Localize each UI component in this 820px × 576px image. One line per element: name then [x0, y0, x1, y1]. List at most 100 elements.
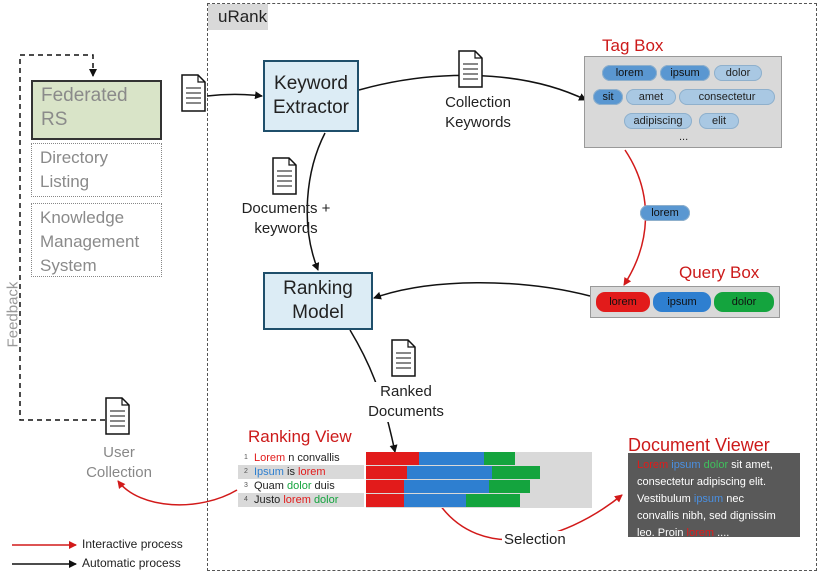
ranking-model-line-1: Ranking	[283, 278, 353, 299]
tag-chip[interactable]: sit	[593, 89, 623, 105]
urank-frame	[207, 3, 817, 571]
document-text-fragment: ipsum	[693, 493, 724, 505]
documents-keywords-label: Documents + keywords	[236, 199, 336, 239]
urank-tab	[208, 4, 268, 30]
tag-chip[interactable]: ipsum	[660, 65, 710, 81]
ranking-view-title: Ranking View	[248, 427, 352, 446]
federated-line-2: RS	[41, 109, 68, 130]
user-collection-label: User Collection	[76, 443, 162, 483]
urank-label: uRank	[218, 7, 268, 26]
ranking-bar-blue	[407, 466, 493, 479]
tag-chip[interactable]: lorem	[602, 65, 657, 81]
document-viewer-line: Lorem ipsum dolor sit amet,	[637, 457, 791, 474]
user-collection-line-2: Collection	[86, 464, 152, 481]
collection-keywords-label: Collection Keywords	[440, 93, 516, 133]
legend-automatic-label: Automatic process	[82, 556, 181, 570]
rank-title-fragment: is	[283, 466, 299, 478]
query-box[interactable]: lorem ipsum dolor	[590, 286, 780, 318]
document-text-fragment: convallis nibh, sed dignissim	[637, 510, 776, 522]
tag-box[interactable]: lorem ipsum dolor sit amet consectetur a…	[584, 56, 782, 148]
tag-chip[interactable]: elit	[699, 113, 739, 129]
ranking-bar-green	[484, 452, 515, 465]
ranking-bar-blue	[404, 494, 466, 507]
directory-listing-box: Directory Listing	[31, 143, 162, 197]
document-viewer-title: Document Viewer	[628, 435, 770, 455]
arrow-ranking-to-view	[349, 329, 398, 453]
keyword-extractor-line-2: Extractor	[272, 97, 350, 118]
document-viewer-line: consectetur adipiscing elit.	[637, 474, 791, 491]
document-text-fragment: dolor	[703, 459, 729, 471]
collection-keywords-line-1: Collection	[445, 94, 511, 111]
rank-title-fragment: Quam	[254, 480, 288, 492]
ranking-view-row[interactable]: 1 Lorem n convallis	[238, 451, 364, 465]
document-text-fragment: ....	[714, 527, 730, 539]
directory-line-2: Listing	[40, 172, 90, 191]
rank-title-fragment: dolor	[313, 494, 339, 506]
ranking-bar-red	[366, 480, 404, 493]
ranking-model-line-2: Model	[292, 302, 344, 323]
document-viewer-line: convallis nibh, sed dignissim	[637, 508, 791, 525]
keyword-extractor-box: Keyword Extractor	[263, 60, 359, 132]
document-text-fragment: Lorem	[637, 459, 669, 471]
user-collection-line-1: User	[103, 444, 135, 461]
document-icon	[458, 50, 483, 88]
ranking-bar-green	[489, 480, 531, 493]
ranked-documents-line-2: Documents	[368, 403, 444, 420]
document-icon	[105, 397, 130, 435]
document-viewer[interactable]: Lorem ipsum dolor sit amet, consectetur a…	[628, 453, 800, 539]
rank-title-fragment: Lorem	[254, 452, 286, 464]
tag-chip[interactable]: consectetur	[679, 89, 775, 105]
ranking-bar-green	[492, 466, 540, 479]
keyword-extractor-line-1: Keyword	[274, 73, 348, 94]
rank-number: 4	[244, 496, 248, 503]
document-text-fragment: ipsum	[671, 459, 701, 471]
ranking-model-box: Ranking Model	[263, 272, 373, 330]
rank-title-fragment: duis	[311, 480, 335, 492]
document-text-fragment: sit amet,	[728, 459, 773, 471]
tag-chip[interactable]: dolor	[714, 65, 762, 81]
arrow-extractor-to-ranking	[306, 132, 326, 271]
legend-interactive-label: Interactive process	[82, 537, 183, 551]
ranking-bar-red	[366, 494, 404, 507]
arrow-querybox-to-ranking	[373, 282, 591, 300]
document-icon	[181, 74, 206, 112]
feedback-label: Feedback	[4, 281, 22, 348]
tag-chip[interactable]: amet	[626, 89, 676, 105]
knowledge-line-3: System	[40, 256, 97, 275]
feedback-loop-line	[19, 54, 105, 421]
collection-keywords-line-2: Keywords	[445, 114, 511, 131]
knowledge-line-2: Management	[40, 232, 140, 251]
document-viewer-line: leo. Proin lorem ....	[637, 525, 791, 542]
arrow-fed-to-extractor	[206, 91, 263, 100]
tag-box-title: Tag Box	[602, 36, 664, 55]
document-icon	[272, 157, 297, 195]
document-text-fragment: leo. Proin	[637, 527, 687, 539]
query-chip[interactable]: lorem	[596, 292, 650, 312]
query-chip[interactable]: ipsum	[653, 292, 711, 312]
selection-label: Selection	[502, 531, 568, 548]
rank-title-fragment: Ipsum	[254, 466, 284, 478]
query-chip[interactable]: dolor	[714, 292, 774, 312]
knowledge-line-1: Knowledge	[40, 208, 125, 227]
rank-title-fragment: lorem	[283, 494, 311, 506]
rank-number: 1	[244, 454, 248, 461]
tag-box-ellipsis: ...	[679, 131, 689, 143]
document-text-fragment: nec	[723, 493, 745, 505]
rank-number: 3	[244, 482, 248, 489]
ranking-bar-blue	[404, 480, 490, 493]
documents-keywords-line-1: Documents +	[241, 200, 331, 217]
document-text-fragment: Vestibulum	[637, 493, 694, 505]
knowledge-management-box: Knowledge Management System	[31, 203, 162, 277]
document-icon	[391, 339, 416, 377]
document-text-fragment: consectetur adipiscing elit.	[637, 476, 767, 488]
document-text-fragment: lorem	[686, 527, 715, 539]
federated-rs-box: Federated RS	[31, 80, 162, 140]
tag-chip[interactable]: adipiscing	[624, 113, 692, 129]
rank-title-fragment: n convallis	[285, 452, 340, 464]
dragged-tag-chip[interactable]: lorem	[640, 205, 690, 221]
arrow-view-to-usercollection	[117, 480, 238, 506]
